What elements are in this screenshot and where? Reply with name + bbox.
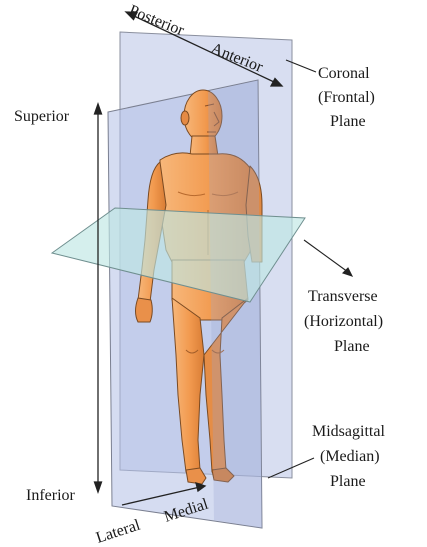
transverse-leader [304, 240, 348, 272]
label-inferior: Inferior [26, 487, 76, 504]
label-coronal-2: (Frontal) [318, 89, 375, 106]
label-transverse-3: Plane [334, 338, 370, 355]
label-coronal-1: Coronal [318, 65, 370, 82]
label-midsagittal-3: Plane [330, 473, 366, 490]
label-transverse-2: (Horizontal) [304, 313, 383, 330]
label-lateral: Lateral [94, 516, 143, 546]
label-transverse-1: Transverse [308, 288, 378, 305]
label-midsagittal-2: (Median) [320, 448, 380, 465]
label-midsagittal-1: Midsagittal [312, 423, 385, 440]
label-superior: Superior [14, 108, 70, 125]
sagittal-overlay [208, 80, 262, 528]
label-coronal-3: Plane [330, 113, 366, 130]
superior-inferior-arrow [95, 104, 102, 492]
